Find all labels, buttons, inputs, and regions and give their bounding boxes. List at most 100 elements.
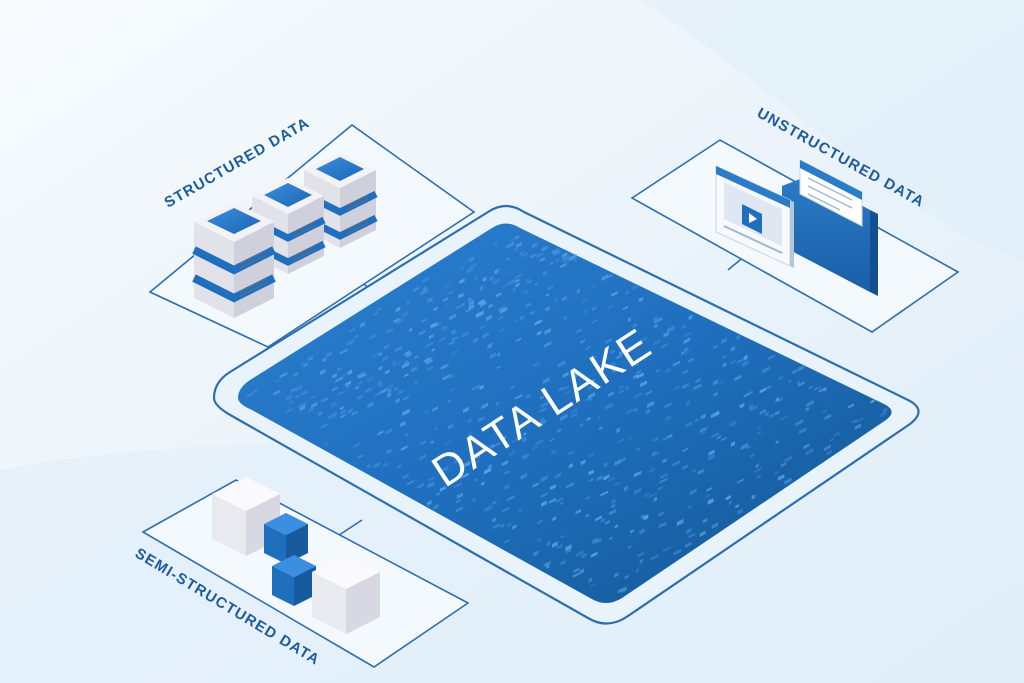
data-particle (589, 477, 594, 483)
data-particle (529, 253, 537, 259)
data-particle (488, 303, 493, 309)
data-particle (445, 302, 450, 307)
data-particle (608, 304, 615, 310)
data-particle (386, 327, 393, 335)
data-particle (672, 460, 680, 467)
data-particle (412, 286, 419, 293)
data-particle (784, 455, 792, 463)
data-particle (537, 536, 543, 543)
data-particle (474, 275, 478, 281)
data-particle (721, 354, 727, 360)
data-particle (688, 314, 693, 321)
data-particle (372, 350, 381, 359)
data-particle (357, 454, 363, 460)
data-particle (398, 388, 404, 395)
data-particle (716, 434, 722, 440)
data-particle (542, 377, 550, 385)
data-particle (433, 306, 438, 312)
data-particle (342, 371, 350, 378)
data-particle (654, 339, 661, 346)
data-particle (788, 379, 792, 384)
data-particle (586, 416, 591, 421)
data-particle (576, 549, 584, 557)
data-particle (324, 440, 329, 447)
data-particle (537, 518, 543, 525)
data-particle (402, 408, 410, 417)
data-particle (346, 338, 355, 346)
data-particle (351, 410, 359, 416)
data-particle (571, 407, 578, 414)
data-particle (386, 382, 394, 390)
data-particle (385, 427, 393, 435)
data-particle (447, 290, 454, 296)
data-particle (480, 300, 487, 308)
data-particle (527, 279, 532, 285)
data-particle (664, 402, 672, 409)
data-particle (682, 447, 689, 453)
data-particle (588, 378, 595, 385)
data-particle (332, 373, 337, 379)
data-particle (273, 389, 281, 396)
data-particle (616, 427, 620, 433)
data-particle (442, 296, 449, 303)
data-particle (533, 550, 539, 557)
data-particle (481, 481, 485, 486)
data-lake-surface (238, 223, 892, 603)
data-particle (525, 277, 530, 283)
data-particle (769, 413, 774, 419)
data-particle (822, 409, 828, 415)
data-particle (467, 418, 472, 424)
data-particle (455, 304, 463, 310)
data-particle (759, 408, 766, 416)
data-particle (676, 518, 684, 527)
data-particle (540, 475, 548, 483)
data-particle (391, 359, 397, 366)
data-particle (442, 373, 451, 381)
data-particle (367, 375, 373, 383)
data-particle (541, 245, 549, 252)
data-particle (692, 468, 696, 474)
data-particle (652, 436, 659, 443)
data-particle (509, 450, 515, 457)
data-particle (498, 305, 506, 313)
data-particle (531, 241, 538, 249)
data-particle (662, 545, 671, 553)
data-particle (613, 367, 617, 373)
data-particle (746, 445, 751, 450)
data-particle (393, 360, 401, 368)
data-particle (406, 479, 415, 486)
data-particle (778, 396, 784, 403)
data-particle (579, 568, 585, 575)
data-particle (360, 321, 366, 328)
cube-stack-icon (212, 477, 380, 634)
data-particle (396, 317, 404, 325)
data-particle (448, 340, 455, 346)
data-particle (730, 359, 736, 365)
data-particle (420, 288, 429, 296)
data-particle (455, 498, 461, 504)
data-particle (685, 420, 693, 428)
data-particle (406, 352, 412, 358)
data-particle (469, 262, 477, 269)
data-particle (500, 307, 508, 314)
data-particle (516, 241, 522, 248)
data-particle (584, 345, 591, 351)
data-particle (506, 257, 510, 262)
data-particle (638, 296, 644, 303)
data-particle (702, 518, 708, 524)
data-particle (377, 380, 382, 386)
data-particle (421, 318, 427, 323)
data-particle (624, 574, 629, 580)
data-particle (597, 415, 601, 420)
data-particle (549, 437, 555, 443)
data-particle (468, 299, 474, 307)
data-particle (543, 560, 551, 567)
data-particle (540, 419, 547, 426)
data-particle (532, 361, 540, 368)
data-particle (575, 327, 583, 335)
data-particle (552, 541, 558, 549)
data-particle (404, 432, 409, 438)
data-particle (549, 261, 554, 266)
data-particle (706, 487, 712, 492)
data-particle (327, 413, 335, 420)
